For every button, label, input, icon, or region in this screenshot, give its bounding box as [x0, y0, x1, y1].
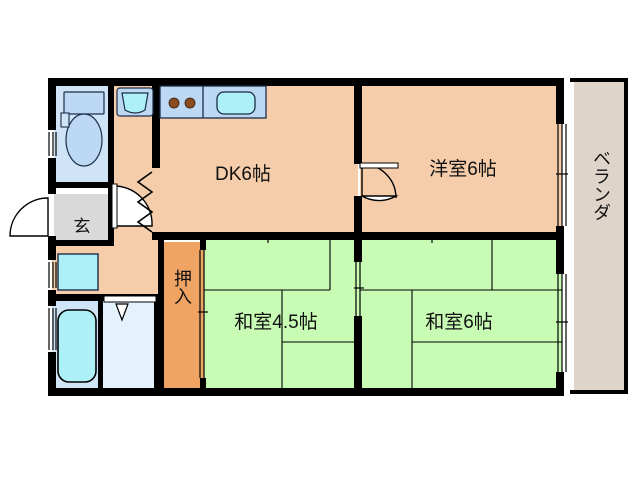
wall-genkan-right [108, 188, 114, 246]
wall-left-e [48, 352, 56, 396]
bath-window [48, 308, 57, 350]
dk-hall-accordion-door[interactable] [136, 171, 154, 233]
kitchen-counter [159, 85, 267, 119]
wall-right-c [556, 372, 564, 396]
laundry-door[interactable] [103, 295, 157, 322]
kitchen-sink-basin [216, 91, 256, 115]
tatami-sliding-north-left[interactable] [210, 232, 330, 243]
wall-closet-left [158, 238, 164, 392]
gas-burner-right-icon [184, 97, 196, 109]
gas-burner-left-icon [168, 97, 180, 109]
tatami-6-lines [360, 238, 562, 392]
wall-left-c [48, 236, 56, 260]
tatami-mat-lines [204, 238, 562, 392]
tatami-4-5-lines [204, 238, 360, 392]
veranda-wall-top [570, 78, 628, 82]
washing-machine-pan [57, 253, 99, 291]
toilet-fixture [60, 91, 105, 167]
japanese-room-4-5-label: 和室4.5帖 [234, 311, 317, 333]
washbasin-bowl [121, 92, 149, 114]
wall-bath-right [154, 300, 161, 392]
windows [48, 124, 568, 378]
wall-bath-div [98, 300, 103, 392]
wall-dk-west-upper [354, 78, 362, 164]
wall-hall-bottom [152, 232, 206, 240]
western-room-floor [360, 80, 562, 240]
western-room-label: 洋室6帖 [429, 158, 497, 180]
wall-closet-right-bottom [200, 378, 206, 392]
wall-left-a [48, 78, 56, 130]
bathtub [57, 309, 97, 383]
wall-top [48, 78, 564, 86]
veranda-label: ベランダ [591, 149, 611, 221]
dk-label: DK6帖 [215, 163, 271, 185]
room-labels: DK6帖 洋室6帖 和室4.5帖 和室6帖 押入 玄 ベランダ [74, 149, 612, 333]
wall-closet-right-top [200, 238, 206, 250]
toilet-flush-lever [60, 112, 70, 128]
wall-west-tatami [360, 232, 562, 240]
washroom-door[interactable] [111, 183, 153, 229]
wall-dk-west-lower [354, 196, 362, 242]
closet-label: 押入 [172, 269, 192, 305]
tatami-sliding-middle[interactable] [354, 262, 364, 316]
wall-hall-right-upper [152, 86, 160, 168]
veranda-wall-bottom [570, 390, 628, 394]
washbasin-fixture [116, 87, 154, 117]
wall-right-a [556, 78, 564, 124]
veranda-floor [574, 82, 628, 390]
floor-fills [52, 80, 628, 392]
toilet-tank [63, 91, 105, 115]
genkan-floor [54, 194, 112, 242]
entrance-door[interactable] [9, 197, 49, 237]
washer-space [57, 253, 99, 291]
washroom-window [48, 262, 57, 288]
japanese-room-6-label: 和室6帖 [425, 311, 493, 333]
veranda-window-lower [556, 274, 568, 372]
toilet-window [48, 132, 57, 156]
wall-toilet-right [108, 86, 114, 186]
laundry-floor [102, 300, 160, 392]
wall-left-b [48, 158, 56, 194]
tatami-sliding-north-right[interactable] [372, 232, 492, 243]
wall-toilet-bottom [54, 182, 114, 188]
genkan-label: 玄 [74, 217, 91, 236]
doors[interactable] [9, 162, 399, 322]
japanese-room-6-floor [360, 238, 562, 392]
wall-bottom [48, 388, 564, 396]
closet-floor [162, 242, 204, 390]
wall-tatami-div-bottom [354, 316, 362, 392]
wall-tatami-div-top [354, 238, 362, 262]
wall-right-b [556, 226, 564, 274]
toilet-bowl [65, 113, 103, 167]
wall-genkan-bottom [54, 240, 114, 246]
veranda-window-upper [556, 124, 568, 226]
veranda-wall-right [624, 78, 628, 394]
western-room-door[interactable] [359, 162, 399, 202]
wall-dk-tatami [204, 232, 362, 240]
fixtures [57, 85, 267, 383]
closet-sliding-door[interactable] [198, 250, 208, 378]
bathtub-fixture [57, 309, 97, 383]
